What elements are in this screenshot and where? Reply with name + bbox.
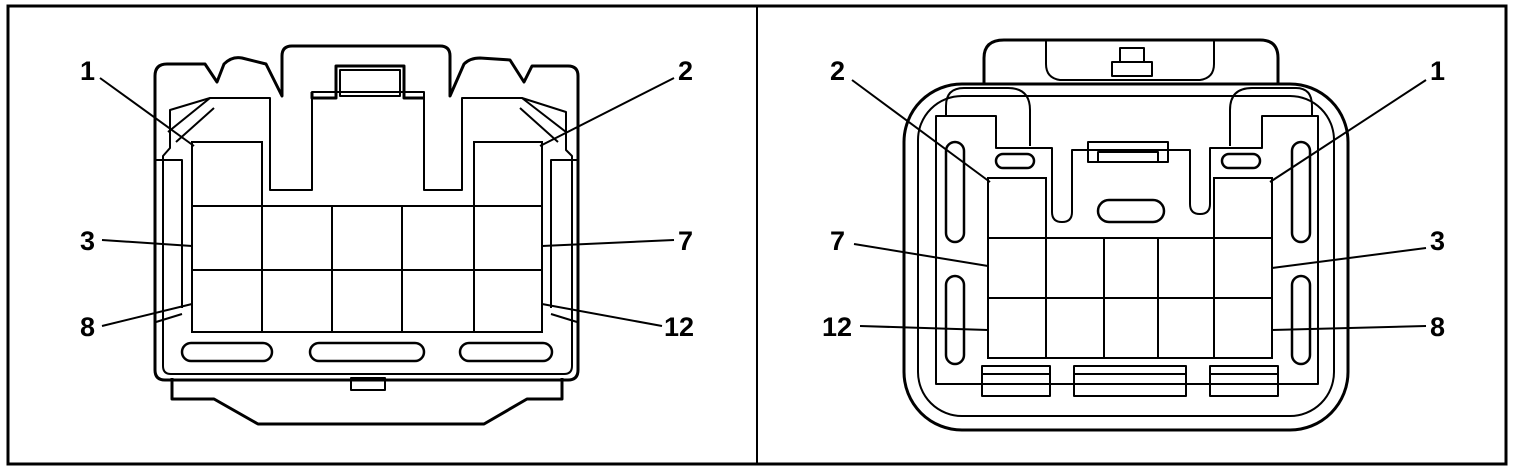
right-leader-2 bbox=[851, 79, 991, 183]
right-leader-1 bbox=[1269, 79, 1427, 183]
right-label-3: 3 bbox=[1430, 226, 1445, 256]
right-connector-housing-mid bbox=[917, 95, 1335, 417]
right-side-slot-left-lower bbox=[944, 274, 966, 366]
left-leader-3 bbox=[101, 239, 193, 247]
left-cavity-4 bbox=[261, 205, 333, 271]
right-side-slot-right-upper bbox=[1290, 140, 1312, 244]
left-leader-1 bbox=[99, 77, 195, 147]
right-cavity-2 bbox=[987, 177, 1047, 239]
right-pin-grid bbox=[987, 177, 1273, 359]
left-cavity-1 bbox=[191, 141, 263, 207]
left-label-12: 12 bbox=[664, 312, 694, 342]
right-leader-8 bbox=[1271, 325, 1427, 331]
right-side-slot-right-lower bbox=[1290, 274, 1312, 366]
right-label-7: 7 bbox=[830, 226, 845, 256]
left-label-2: 2 bbox=[678, 56, 693, 86]
left-cavity-10 bbox=[331, 269, 403, 333]
right-cavity-12 bbox=[987, 297, 1047, 359]
left-cavity-6 bbox=[401, 205, 475, 271]
right-connector-ear-left bbox=[945, 87, 1031, 146]
left-label-1: 1 bbox=[80, 56, 95, 86]
right-connector-housing-inner bbox=[935, 115, 1319, 385]
right-connector-housing-outer bbox=[902, 82, 1350, 432]
left-connector-foot bbox=[170, 378, 564, 426]
left-label-3: 3 bbox=[80, 226, 95, 256]
left-pin-grid bbox=[191, 141, 543, 333]
right-cavity-1 bbox=[1213, 177, 1273, 239]
right-connector-top-cap-inner bbox=[1045, 40, 1215, 81]
right-top-slot-center bbox=[1096, 198, 1166, 224]
right-label-12: 12 bbox=[822, 312, 852, 342]
right-top-slot-right bbox=[1220, 152, 1262, 170]
left-connector-shoulder-right bbox=[519, 97, 567, 143]
left-cavity-7 bbox=[473, 205, 543, 271]
right-cavity-6 bbox=[1045, 237, 1105, 299]
right-cavity-7 bbox=[987, 237, 1047, 299]
left-connector-latch bbox=[310, 64, 424, 100]
right-side-slot-left-upper bbox=[944, 140, 966, 244]
right-connector-top-tab-stem bbox=[1119, 47, 1145, 63]
left-connector-housing-inner bbox=[162, 91, 573, 375]
right-leader-7 bbox=[853, 243, 989, 267]
right-top-slot-left bbox=[994, 152, 1036, 170]
left-connector-side-rail-right bbox=[550, 159, 578, 323]
left-bottom-slot-2 bbox=[308, 341, 426, 363]
right-label-1: 1 bbox=[1430, 56, 1445, 86]
left-cavity-2 bbox=[473, 141, 543, 207]
left-bottom-slot-3 bbox=[458, 341, 554, 363]
right-cavity-3 bbox=[1213, 237, 1273, 299]
right-leader-12 bbox=[859, 325, 989, 331]
right-cavity-8 bbox=[1213, 297, 1273, 359]
left-connector-latch-window bbox=[339, 69, 401, 97]
right-bottom-tab-1 bbox=[981, 365, 1051, 397]
left-cavity-3 bbox=[191, 205, 263, 271]
right-cavity-11 bbox=[1045, 297, 1105, 359]
right-cavity-10 bbox=[1103, 297, 1159, 359]
left-leader-7 bbox=[541, 239, 675, 247]
left-leader-8 bbox=[101, 303, 193, 327]
left-cavity-5 bbox=[331, 205, 403, 271]
right-label-2: 2 bbox=[830, 56, 845, 86]
left-connector-side-rail-left bbox=[155, 159, 183, 323]
left-label-7: 7 bbox=[678, 226, 693, 256]
right-bottom-tab-2 bbox=[1073, 365, 1187, 397]
left-leader-12 bbox=[541, 303, 663, 327]
left-connector-foot-tab bbox=[350, 377, 386, 391]
right-connector-top-cap bbox=[982, 38, 1280, 84]
left-connector-housing-outer bbox=[153, 44, 580, 382]
left-cavity-9 bbox=[261, 269, 333, 333]
right-cavity-9 bbox=[1157, 297, 1215, 359]
right-connector-latch-inner bbox=[1097, 151, 1159, 163]
left-leader-2 bbox=[539, 77, 675, 147]
left-label-8: 8 bbox=[80, 312, 95, 342]
right-leader-3 bbox=[1271, 247, 1427, 269]
left-bottom-slot-1 bbox=[180, 341, 274, 363]
right-cavity-4 bbox=[1157, 237, 1215, 299]
right-connector: 2 1 7 3 12 8 bbox=[822, 38, 1445, 432]
right-cavity-5 bbox=[1103, 237, 1159, 299]
right-label-8: 8 bbox=[1430, 312, 1445, 342]
right-bottom-tab-3 bbox=[1209, 365, 1279, 397]
left-cavity-8 bbox=[191, 269, 263, 333]
left-cavity-12 bbox=[473, 269, 543, 333]
left-cavity-11 bbox=[401, 269, 475, 333]
right-connector-ear-right bbox=[1229, 87, 1313, 146]
left-connector: 1 2 3 7 8 12 bbox=[80, 44, 694, 426]
